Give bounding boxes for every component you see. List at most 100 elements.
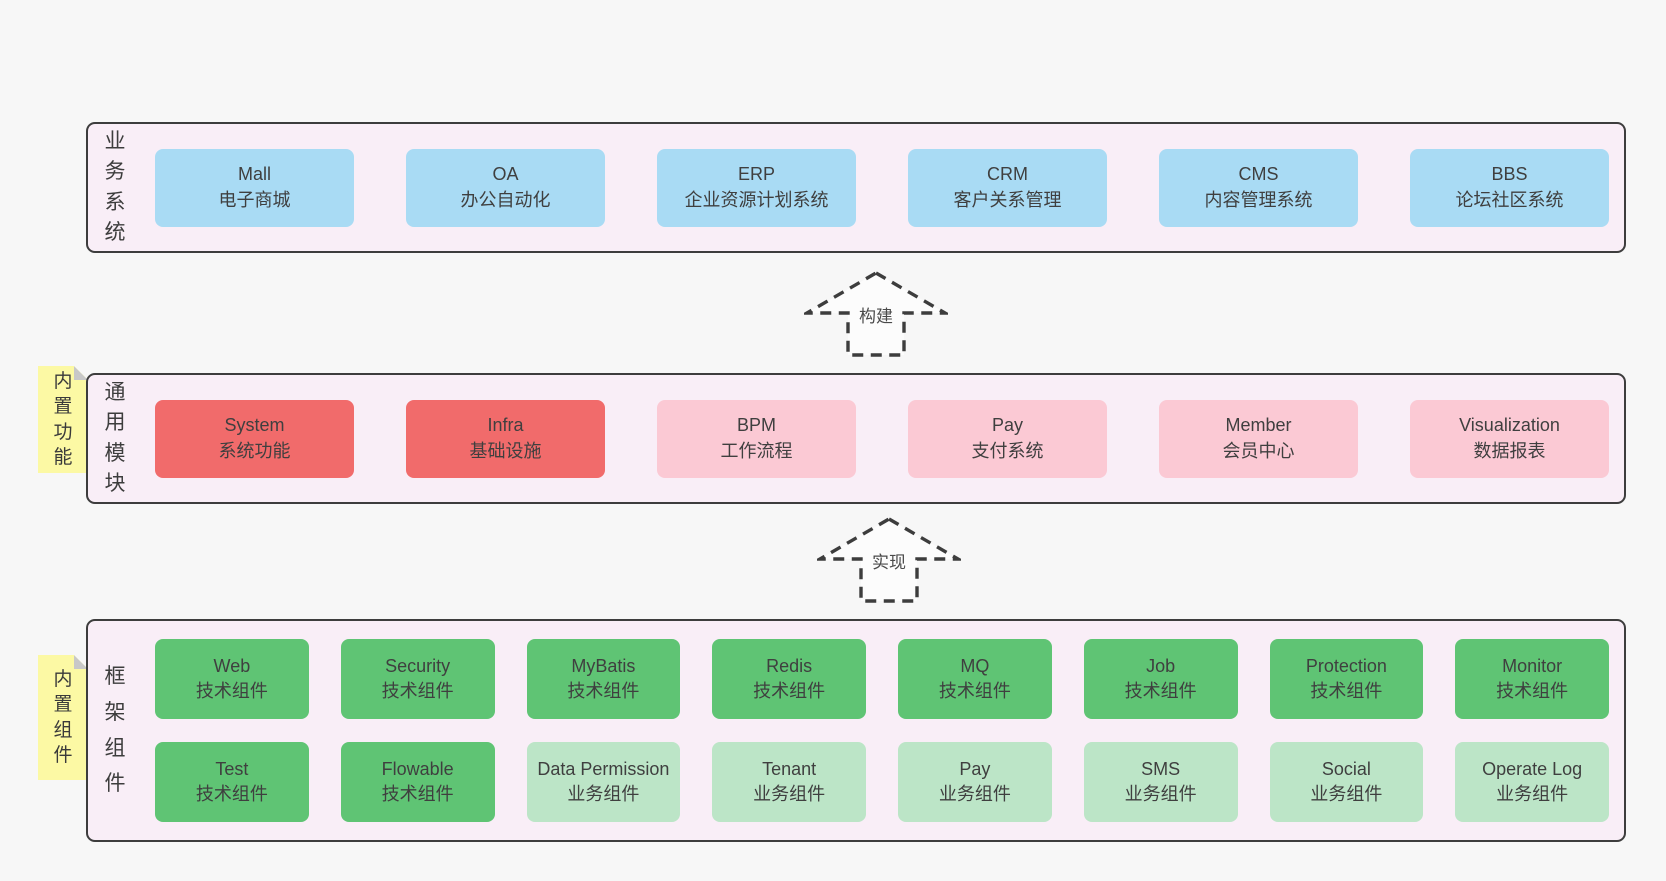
note-text: 内置功能 xyxy=(53,370,73,468)
box-name: Monitor xyxy=(1502,655,1563,676)
box-desc: 内容管理系统 xyxy=(1204,189,1313,210)
box-desc: 论坛社区系统 xyxy=(1455,189,1564,210)
business-systems-row: Mall 电子商城 OA 办公自动化 ERP 企业资源计划系统 CRM 客户关系… xyxy=(155,148,1609,227)
box-name: Tenant xyxy=(762,758,817,779)
box-pay-biz: Pay 业务组件 xyxy=(898,742,1052,822)
box-desc: 客户关系管理 xyxy=(953,189,1062,210)
box-desc: 办公自动化 xyxy=(460,189,551,210)
box-name: System xyxy=(224,415,285,436)
note-text: 内置组件 xyxy=(53,668,73,766)
box-name: ERP xyxy=(737,164,775,185)
arrow-build: 构建 xyxy=(804,270,948,358)
box-mall: Mall 电子商城 xyxy=(155,148,354,227)
box-name: Security xyxy=(385,655,451,676)
components-row-2: Test 技术组件 Flowable 技术组件 Data Permission … xyxy=(155,742,1609,822)
box-name: Protection xyxy=(1305,655,1387,676)
box-name: Mall xyxy=(237,164,271,185)
box-name: Redis xyxy=(766,655,813,676)
box-name: MyBatis xyxy=(571,655,636,676)
common-modules-row: System 系统功能 Infra 基础设施 BPM 工作流程 Pay 支付系统… xyxy=(155,399,1609,478)
box-infra: Infra 基础设施 xyxy=(406,399,605,478)
box-oa: OA 办公自动化 xyxy=(406,148,605,227)
box-desc: 业务组件 xyxy=(938,784,1011,804)
box-web: Web 技术组件 xyxy=(155,639,309,719)
box-desc: 业务组件 xyxy=(567,784,640,804)
box-name: Web xyxy=(213,655,251,676)
box-desc: 数据报表 xyxy=(1473,440,1546,461)
box-desc: 技术组件 xyxy=(567,681,640,701)
box-cms: CMS 内容管理系统 xyxy=(1159,148,1358,227)
box-desc: 业务组件 xyxy=(1124,784,1197,804)
box-desc: 技术组件 xyxy=(1124,681,1197,701)
box-member: Member 会员中心 xyxy=(1159,399,1358,478)
box-name: BBS xyxy=(1491,164,1528,185)
layer-label: 通用模块 xyxy=(104,381,126,495)
box-mybatis: MyBatis 技术组件 xyxy=(526,639,681,719)
box-desc: 技术组件 xyxy=(195,681,268,701)
box-name: Flowable xyxy=(381,758,454,779)
box-system: System 系统功能 xyxy=(155,399,354,478)
box-desc: 技术组件 xyxy=(1310,681,1383,701)
box-name: Infra xyxy=(487,415,524,436)
box-tenant: Tenant 业务组件 xyxy=(712,742,866,822)
box-name: Pay xyxy=(991,415,1024,436)
box-protection: Protection 技术组件 xyxy=(1269,639,1424,719)
box-desc: 技术组件 xyxy=(938,681,1011,701)
arrow-label: 构建 xyxy=(856,302,896,327)
box-name: Social xyxy=(1321,758,1371,779)
box-data-permission: Data Permission 业务组件 xyxy=(526,742,681,822)
box-desc: 支付系统 xyxy=(971,440,1044,461)
box-desc: 技术组件 xyxy=(195,784,268,804)
box-pay: Pay 支付系统 xyxy=(908,399,1107,478)
box-monitor: Monitor 技术组件 xyxy=(1455,639,1609,719)
framework-components-grid: Web 技术组件 Security 技术组件 MyBatis 技术组件 Redi… xyxy=(155,639,1609,822)
arrow-label: 实现 xyxy=(869,548,909,573)
box-name: Data Permission xyxy=(537,758,670,779)
box-desc: 基础设施 xyxy=(469,440,542,461)
sticky-note-built-in-features: 内置功能 xyxy=(38,366,88,473)
box-name: Operate Log xyxy=(1482,758,1583,779)
box-name: CRM xyxy=(987,164,1028,185)
box-crm: CRM 客户关系管理 xyxy=(908,148,1107,227)
box-visualization: Visualization 数据报表 xyxy=(1410,399,1609,478)
box-name: Member xyxy=(1225,415,1292,436)
box-flowable: Flowable 技术组件 xyxy=(340,742,495,822)
box-name: Test xyxy=(215,758,249,779)
box-redis: Redis 技术组件 xyxy=(712,639,866,719)
box-desc: 工作流程 xyxy=(720,440,793,461)
arrow-implement: 实现 xyxy=(817,516,961,604)
box-desc: 会员中心 xyxy=(1222,440,1295,461)
box-desc: 技术组件 xyxy=(381,784,454,804)
box-name: Job xyxy=(1146,655,1176,676)
box-bbs: BBS 论坛社区系统 xyxy=(1410,148,1609,227)
box-desc: 技术组件 xyxy=(1496,681,1569,701)
layer-label: 业务系统 xyxy=(104,130,126,244)
box-job: Job 技术组件 xyxy=(1083,639,1238,719)
box-bpm: BPM 工作流程 xyxy=(657,399,856,478)
box-name: CMS xyxy=(1238,164,1279,185)
layer-business-systems: 业务系统 Mall 电子商城 OA 办公自动化 ERP 企业资源计划系统 CRM… xyxy=(86,122,1626,253)
box-name: Visualization xyxy=(1459,415,1560,436)
box-name: MQ xyxy=(960,655,990,676)
layer-common-modules: 通用模块 System 系统功能 Infra 基础设施 BPM 工作流程 Pay… xyxy=(86,373,1626,504)
box-name: SMS xyxy=(1141,758,1181,779)
sticky-note-built-in-components: 内置组件 xyxy=(38,655,88,780)
box-name: BPM xyxy=(736,415,776,436)
box-name: OA xyxy=(492,164,519,185)
box-mq: MQ 技术组件 xyxy=(898,639,1052,719)
box-desc: 业务组件 xyxy=(1496,784,1569,804)
box-desc: 企业资源计划系统 xyxy=(684,189,829,210)
box-name: Pay xyxy=(959,758,991,779)
box-security: Security 技术组件 xyxy=(340,639,495,719)
box-test: Test 技术组件 xyxy=(155,742,309,822)
box-desc: 业务组件 xyxy=(1310,784,1383,804)
box-social: Social 业务组件 xyxy=(1269,742,1424,822)
layer-framework-components: 框架组件 Web 技术组件 Security 技术组件 MyBatis 技术组件… xyxy=(86,619,1626,842)
components-row-1: Web 技术组件 Security 技术组件 MyBatis 技术组件 Redi… xyxy=(155,639,1609,719)
box-sms: SMS 业务组件 xyxy=(1083,742,1238,822)
box-desc: 技术组件 xyxy=(381,681,454,701)
box-desc: 系统功能 xyxy=(218,440,291,461)
box-desc: 电子商城 xyxy=(218,189,291,210)
box-desc: 业务组件 xyxy=(753,784,826,804)
